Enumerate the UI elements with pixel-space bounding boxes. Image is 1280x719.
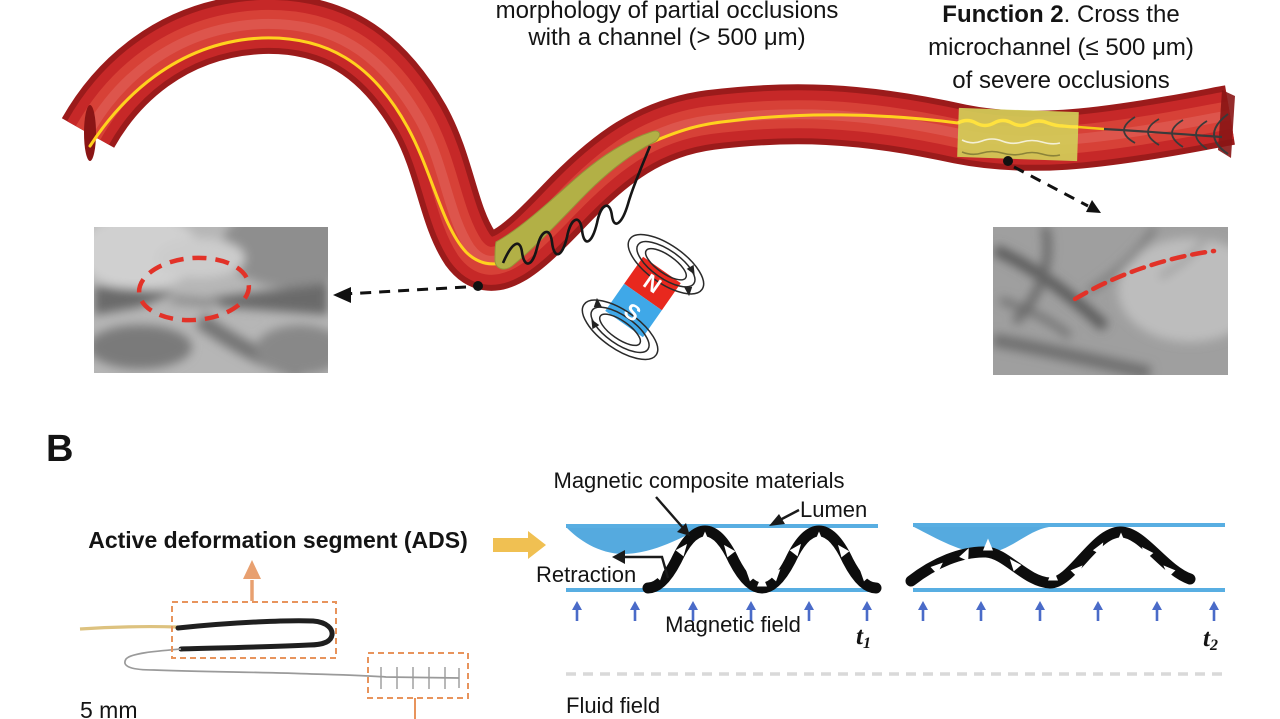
lumen-label: Lumen	[800, 497, 868, 522]
time1-label: t1	[856, 623, 871, 652]
caption-line: with a channel (> 500 μm)	[528, 24, 806, 51]
guidewire	[88, 36, 960, 266]
flow-block-arrow	[493, 531, 546, 559]
magnetic-field-label: Magnetic field	[665, 612, 801, 637]
ads-dashed-box	[171, 601, 337, 659]
caption-line: of severe occlusions	[952, 67, 1170, 94]
angiogram-right	[993, 227, 1228, 375]
magnet-field-lines	[581, 233, 705, 361]
microchannel-highlight-curve	[1072, 248, 1217, 302]
retraction-arrow	[612, 550, 670, 579]
fluid-meniscus	[567, 528, 707, 554]
device-tip-ticks	[380, 667, 460, 689]
fluid-field-label: Fluid field	[566, 693, 661, 718]
occlusion-severe	[957, 107, 1229, 162]
vessel-left-opening	[84, 105, 96, 161]
device-distal-wire	[124, 648, 460, 679]
magnet: N S	[581, 233, 705, 361]
t1-diagram	[566, 496, 882, 623]
t2-diagram	[905, 523, 1225, 623]
caption-line: morphology of partial occlusions	[495, 0, 839, 24]
occlusion-partial	[494, 130, 661, 270]
device-yellow-wire	[79, 625, 179, 631]
panel-b-label: B	[46, 428, 74, 470]
caption-partial-occlusion: morphology of partial occlusions with a …	[496, 0, 839, 51]
caption-function2: Function 2. Cross the microchannel (≤ 50…	[928, 0, 1194, 97]
lumen-callout-arrow	[769, 508, 800, 526]
function2-bold: Function 2	[942, 1, 1064, 28]
vessel-right-cut	[1218, 90, 1235, 158]
magnetic-field-arrows	[916, 599, 1221, 623]
time2-label: t2	[1203, 625, 1218, 654]
scale-bar-label: 5 mm	[80, 697, 138, 719]
caption-line: Function 2. Cross the	[942, 1, 1180, 28]
ads-zigzag	[501, 145, 652, 265]
callout-arrow-right	[1003, 156, 1101, 213]
ads-label: Active deformation segment (ADS)	[88, 527, 468, 553]
device-hairpin-segment	[175, 618, 335, 652]
mcm-callout-arrow	[655, 496, 690, 536]
fluid-meniscus	[914, 527, 1049, 553]
magnet-south	[605, 283, 662, 338]
guidewire-in-band	[957, 118, 1079, 129]
caption-line: microchannel (≤ 500 μm)	[928, 34, 1194, 61]
callout-arrow-left	[333, 281, 483, 303]
ads-device	[79, 560, 469, 719]
tip-dashed-box	[367, 652, 469, 699]
magnet-north	[624, 256, 681, 311]
magnetic-composite-label: Magnetic composite materials	[553, 468, 845, 493]
occlusion-highlight-ellipse	[136, 255, 252, 323]
microchannel-feather-line	[1103, 113, 1229, 155]
angiogram-left	[94, 227, 328, 373]
retraction-label: Retraction	[536, 562, 637, 587]
